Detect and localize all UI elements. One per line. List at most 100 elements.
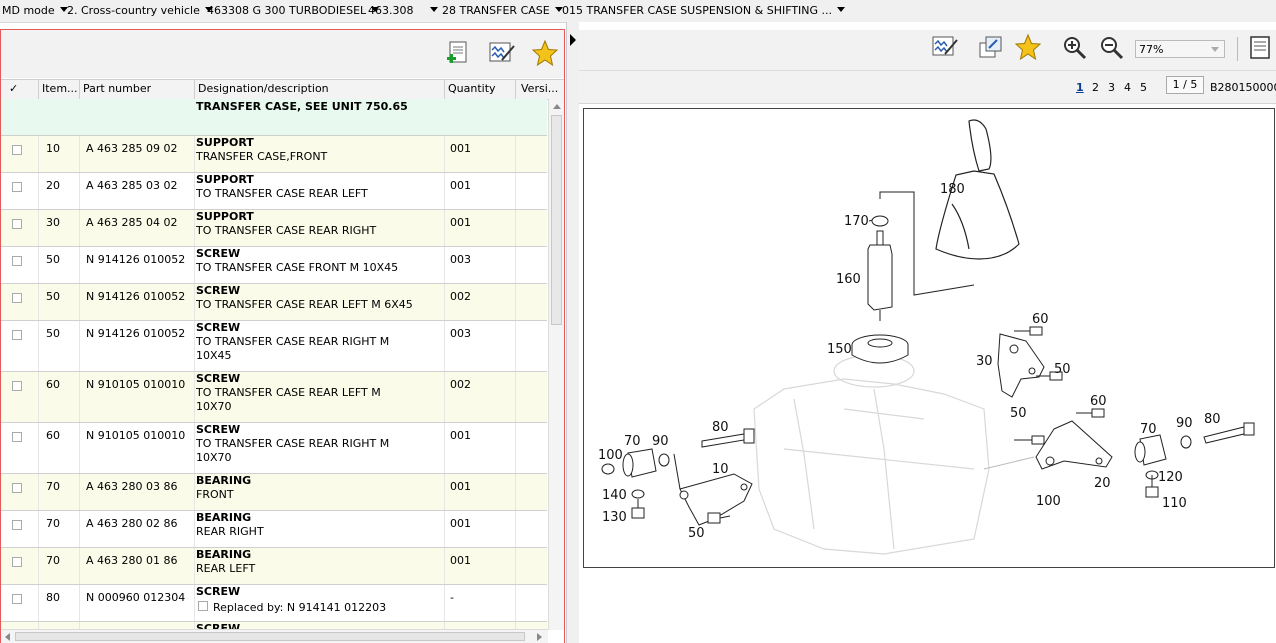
- favorite-button[interactable]: [531, 39, 559, 67]
- select-all-header[interactable]: ✓: [9, 82, 19, 95]
- callout-180[interactable]: 180: [940, 182, 965, 197]
- row-checkbox[interactable]: [12, 483, 22, 493]
- notes-button[interactable]: [931, 34, 959, 62]
- callout-50-mid[interactable]: 50: [1010, 406, 1027, 421]
- row-checkbox[interactable]: [12, 594, 22, 604]
- bolts-upper: [1014, 326, 1105, 445]
- breadcrumb-subgroup[interactable]: 015 TRANSFER CASE SUSPENSION & SHIFTING …: [562, 4, 846, 17]
- parts-diagram[interactable]: 180 170 160 150 60 30 50 60 50 70 90 80 …: [584, 109, 1274, 567]
- vertical-scrollbar[interactable]: [548, 99, 564, 630]
- row-checkbox[interactable]: [12, 256, 22, 266]
- notes-button[interactable]: [488, 40, 516, 68]
- row-checkbox[interactable]: [12, 219, 22, 229]
- callout-140[interactable]: 140: [602, 488, 627, 503]
- callout-170[interactable]: 170: [844, 214, 869, 229]
- column-header-version[interactable]: Versi...: [521, 82, 559, 95]
- scroll-thumb-horizontal[interactable]: [15, 632, 525, 641]
- panel-splitter[interactable]: [566, 22, 580, 643]
- column-separator: [194, 511, 195, 547]
- table-row-header[interactable]: TRANSFER CASE, SEE UNIT 750.65: [1, 99, 547, 136]
- callout-20[interactable]: 20: [1094, 476, 1111, 491]
- column-separator: [444, 284, 445, 320]
- row-checkbox[interactable]: [12, 520, 22, 530]
- zoom-out-button[interactable]: [1098, 34, 1126, 62]
- callout-90-right[interactable]: 90: [1176, 416, 1193, 431]
- scroll-left-icon[interactable]: [2, 631, 14, 643]
- callout-10[interactable]: 10: [712, 462, 729, 477]
- page-link-4[interactable]: 4: [1124, 81, 1131, 94]
- callout-70-left[interactable]: 70: [624, 434, 641, 449]
- row-checkbox[interactable]: [12, 557, 22, 567]
- row-checkbox[interactable]: [12, 293, 22, 303]
- nut-bolt-rear-right: [1145, 470, 1159, 498]
- column-header-item[interactable]: Item...: [42, 82, 78, 95]
- callout-100-right[interactable]: 100: [1036, 494, 1061, 509]
- document-button[interactable]: [1247, 34, 1275, 62]
- breadcrumb-type[interactable]: 463.308: [368, 4, 438, 17]
- column-separator: [444, 585, 445, 621]
- zoom-in-button[interactable]: [1061, 34, 1089, 62]
- column-separator: [79, 372, 80, 422]
- part-number: N 914126 010052: [86, 327, 186, 340]
- callout-80-right[interactable]: 80: [1204, 412, 1221, 427]
- page-link-5[interactable]: 5: [1140, 81, 1147, 94]
- callout-80-left[interactable]: 80: [712, 420, 729, 435]
- callout-160[interactable]: 160: [836, 272, 861, 287]
- add-to-list-button[interactable]: [445, 40, 473, 68]
- callout-60-lower[interactable]: 60: [1090, 394, 1107, 409]
- callout-150[interactable]: 150: [827, 342, 852, 357]
- page-link-1[interactable]: 1: [1076, 81, 1084, 94]
- quantity: 003: [450, 253, 471, 266]
- horizontal-scrollbar[interactable]: [1, 629, 548, 643]
- part-description: REAR LEFT: [196, 562, 256, 575]
- column-header-designation[interactable]: Designation/description: [198, 82, 329, 95]
- scroll-right-icon[interactable]: [533, 631, 545, 643]
- callout-100-left[interactable]: 100: [598, 448, 623, 463]
- callout-90-left[interactable]: 90: [652, 434, 669, 449]
- callout-50-right[interactable]: 50: [1054, 362, 1071, 377]
- callout-120[interactable]: 120: [1158, 470, 1183, 485]
- breadcrumb-md-mode[interactable]: MD mode: [2, 4, 68, 17]
- exploded-parts-drawing[interactable]: 180 170 160 150 60 30 50 60 50 70 90 80 …: [583, 108, 1275, 568]
- zoom-select[interactable]: 77%: [1135, 40, 1225, 58]
- callout-50-front[interactable]: 50: [688, 526, 705, 541]
- replaced-checkbox[interactable]: [198, 601, 208, 611]
- table-row[interactable]: 80N 914141 012203SCREWBEARING TO SUPPORT…: [1, 622, 547, 629]
- favorite-button[interactable]: [1014, 33, 1042, 61]
- breadcrumb-model[interactable]: 463308 G 300 TURBODIESEL: [207, 4, 380, 17]
- row-checkbox[interactable]: [12, 182, 22, 192]
- breadcrumb-group[interactable]: 28 TRANSFER CASE: [442, 4, 563, 17]
- row-checkbox[interactable]: [12, 330, 22, 340]
- callout-30[interactable]: 30: [976, 354, 993, 369]
- column-separator: [515, 423, 516, 473]
- column-header-part-number[interactable]: Part number: [83, 82, 152, 95]
- breadcrumb-vehicle-type[interactable]: 2. Cross-country vehicle: [67, 4, 213, 17]
- quantity: 002: [450, 378, 471, 391]
- callout-70-right[interactable]: 70: [1140, 422, 1157, 437]
- scroll-up-icon[interactable]: [550, 100, 564, 114]
- callout-60-upper[interactable]: 60: [1032, 312, 1049, 327]
- collapse-left-icon[interactable]: [568, 30, 578, 50]
- callout-130[interactable]: 130: [602, 510, 627, 525]
- row-checkbox[interactable]: [12, 381, 22, 391]
- page-link-2[interactable]: 2: [1092, 81, 1099, 94]
- row-checkbox[interactable]: [12, 432, 22, 442]
- row-checkbox[interactable]: [12, 145, 22, 155]
- callout-110[interactable]: 110: [1162, 496, 1187, 511]
- open-window-button[interactable]: [977, 34, 1005, 62]
- column-header-quantity[interactable]: Quantity: [448, 82, 496, 95]
- scroll-thumb[interactable]: [551, 115, 562, 325]
- page-link-3[interactable]: 3: [1108, 81, 1115, 94]
